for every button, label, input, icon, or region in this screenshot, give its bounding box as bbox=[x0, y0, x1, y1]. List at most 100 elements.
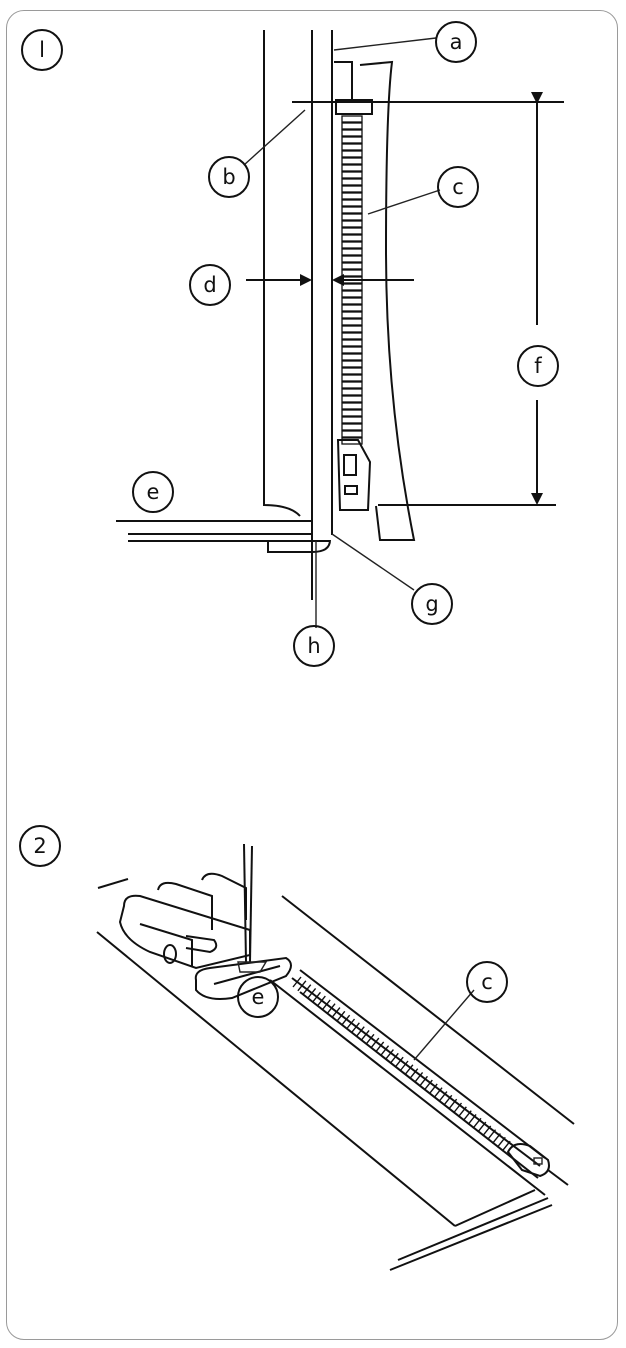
zipper-tooth bbox=[341, 255, 363, 263]
zipper-tooth bbox=[307, 988, 317, 999]
zipper-tooth bbox=[341, 367, 363, 375]
zipper-tooth bbox=[404, 1064, 414, 1076]
zipper-tooth bbox=[423, 1079, 433, 1091]
fabric-corner-1 bbox=[454, 1189, 536, 1227]
zipper-tooth bbox=[341, 290, 363, 298]
zipper-tooth bbox=[341, 122, 363, 130]
zipper-tape-right bbox=[359, 60, 416, 541]
zipper-tooth bbox=[341, 297, 363, 305]
zipper-tooth bbox=[472, 1117, 482, 1129]
zipper-slider bbox=[336, 439, 372, 511]
label-c-step2: c bbox=[466, 961, 508, 1003]
fabric-left-edge bbox=[263, 30, 301, 517]
zipper-tooth bbox=[375, 1041, 385, 1053]
fabric-edge-tick bbox=[97, 878, 129, 889]
leader-c2 bbox=[413, 989, 475, 1061]
zipper-tooth bbox=[341, 171, 363, 179]
zipper-tooth bbox=[341, 192, 363, 200]
zipper-slider-2 bbox=[506, 1143, 550, 1178]
label-g: g bbox=[411, 583, 453, 625]
zipper-tooth bbox=[341, 164, 363, 172]
zipper-tooth bbox=[394, 1056, 404, 1068]
zipper-tooth bbox=[341, 360, 363, 368]
zipper-tooth bbox=[457, 1106, 467, 1118]
zipper-tooth bbox=[316, 995, 326, 1007]
zipper-tooth bbox=[326, 1003, 336, 1015]
zipper-tooth bbox=[341, 234, 363, 242]
zipper-tooth bbox=[341, 241, 363, 249]
zipper-tooth bbox=[341, 409, 363, 417]
step-1-number: l bbox=[21, 29, 63, 71]
zipper-tooth bbox=[418, 1075, 429, 1087]
svg-text:2: 2 bbox=[33, 834, 46, 858]
label-f: f bbox=[517, 345, 559, 387]
zipper-tooth bbox=[341, 353, 363, 361]
zipper-tooth bbox=[341, 374, 363, 382]
fabric-fold-line bbox=[269, 979, 546, 1196]
zipper-slider-hole-2 bbox=[533, 1157, 543, 1165]
zipper-tape-edge-3 bbox=[299, 991, 539, 1179]
step-2-figure: c e bbox=[96, 843, 575, 1271]
zipper-tooth bbox=[341, 185, 363, 193]
zipper-top-tab bbox=[334, 61, 353, 100]
fold-corner bbox=[267, 539, 331, 553]
zipper-tooth bbox=[501, 1140, 511, 1152]
zipper-tooth bbox=[350, 1022, 360, 1034]
zipper-tooth bbox=[428, 1083, 438, 1095]
leader-g bbox=[331, 533, 415, 591]
zipper-tooth bbox=[438, 1091, 448, 1102]
zipper-tooth bbox=[462, 1110, 472, 1122]
zipper-tooth bbox=[365, 1033, 375, 1045]
zipper-tooth bbox=[311, 991, 322, 1003]
zipper-tooth bbox=[341, 423, 363, 431]
zipper-tooth bbox=[341, 395, 363, 403]
zipper-tooth bbox=[448, 1098, 458, 1110]
zipper-tooth bbox=[491, 1133, 501, 1144]
svg-text:e: e bbox=[252, 985, 265, 1009]
zipper-tape-edge-2 bbox=[299, 969, 546, 1159]
zipper-tooth bbox=[486, 1129, 497, 1141]
zipper-tooth bbox=[389, 1052, 399, 1064]
zipper-teeth-2 bbox=[292, 976, 511, 1152]
diagram-frame bbox=[6, 10, 618, 1340]
zipper-tooth bbox=[341, 248, 363, 256]
fabric-corner-3 bbox=[389, 1204, 553, 1271]
zipper-tooth bbox=[467, 1114, 477, 1125]
label-h: h bbox=[293, 625, 335, 667]
zipper-tooth bbox=[341, 318, 363, 326]
zipper-tooth bbox=[341, 283, 363, 291]
leader-a bbox=[333, 37, 437, 51]
label-a: a bbox=[435, 21, 477, 63]
zipper-tooth bbox=[341, 213, 363, 221]
zipper-tooth bbox=[452, 1102, 463, 1114]
zipper-tooth bbox=[379, 1045, 390, 1057]
label-b: b bbox=[208, 156, 250, 198]
svg-text:g: g bbox=[425, 592, 438, 616]
zipper-tooth bbox=[341, 339, 363, 347]
zipper-tooth bbox=[341, 269, 363, 277]
label-d: d bbox=[189, 264, 231, 306]
zipper-tooth bbox=[482, 1125, 492, 1137]
zipper-tooth bbox=[321, 999, 331, 1011]
svg-text:h: h bbox=[307, 634, 320, 658]
zipper-tooth bbox=[409, 1068, 419, 1080]
svg-text:c: c bbox=[452, 175, 464, 199]
zipper-tooth bbox=[433, 1087, 443, 1099]
zipper-tooth bbox=[341, 178, 363, 186]
zipper-tooth bbox=[341, 1014, 351, 1026]
zipper-tooth bbox=[297, 980, 307, 992]
svg-text:l: l bbox=[39, 38, 45, 62]
label-c: c bbox=[437, 166, 479, 208]
zipper-end bbox=[547, 1169, 569, 1186]
zipper-tooth bbox=[341, 416, 363, 424]
zipper-tooth bbox=[341, 332, 363, 340]
zipper-tooth bbox=[496, 1136, 506, 1148]
fabric-far-edge bbox=[281, 895, 575, 1125]
zipper-tooth bbox=[384, 1049, 394, 1060]
zipper-tooth bbox=[345, 1018, 356, 1030]
zipper-tooth bbox=[341, 227, 363, 235]
zipper-tooth bbox=[341, 143, 363, 151]
zipper-tooth bbox=[302, 984, 312, 996]
svg-text:f: f bbox=[534, 354, 542, 378]
